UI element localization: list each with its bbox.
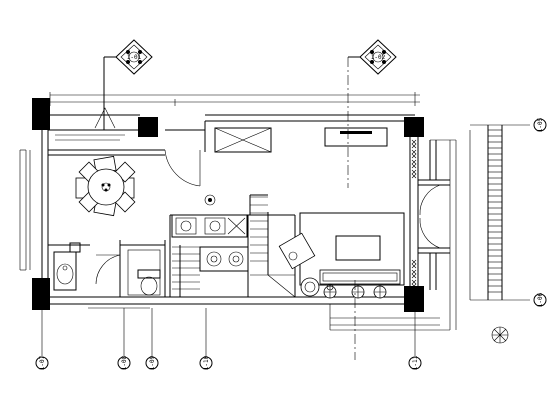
living-area [278,212,405,299]
dimension-lines-top [49,92,420,106]
staircase [172,194,296,298]
interior-partitions [48,129,296,297]
axis-tag: 1-10 [199,355,213,370]
axis-tag-label: 1-06 [537,292,544,307]
sink-counter [171,214,248,238]
axis-tag: 1-05 [533,117,547,132]
entrance-steps [88,303,450,331]
axis-tag-label: 1-07 [39,355,46,370]
axis-tags-bottom: 1-07 1-08 1-09 1-10 1-11 [35,308,422,370]
axis-tag-label: 1-11 [412,355,419,370]
axis-tag: 1-06 [533,292,547,307]
balcony-door [411,139,457,330]
ceiling-light-symbol [204,194,216,206]
axis-tag: 1-09 [145,355,159,370]
axis-tag: 1-08 [117,355,131,370]
elevation-marker-label: 1-02 [371,54,386,61]
axis-tag-label: 1-05 [537,117,544,132]
axis-tag-label: 1-09 [149,355,156,370]
dining-table-set [75,155,136,217]
axis-tag: 1-07 [35,355,49,370]
bathroom-fixtures [53,242,161,296]
kitchen-cabinet-top [214,127,388,153]
axis-tag-label: 1-10 [203,355,210,370]
axis-tags-right: 1-05 1-06 [470,117,547,307]
cooktop [199,246,249,272]
elevation-marker-left: 1-01 [103,39,153,130]
balcony-railing [469,125,503,300]
corner-cabinet [55,107,125,141]
structural-columns [32,98,424,312]
axis-tag: 1-11 [408,355,422,370]
axis-tag-label: 1-08 [121,355,128,370]
plant-decor [491,326,509,344]
exterior-walls [19,112,419,305]
elevation-marker-label: 1-01 [127,54,142,61]
elevation-marker-right: 1-02 [347,39,397,188]
